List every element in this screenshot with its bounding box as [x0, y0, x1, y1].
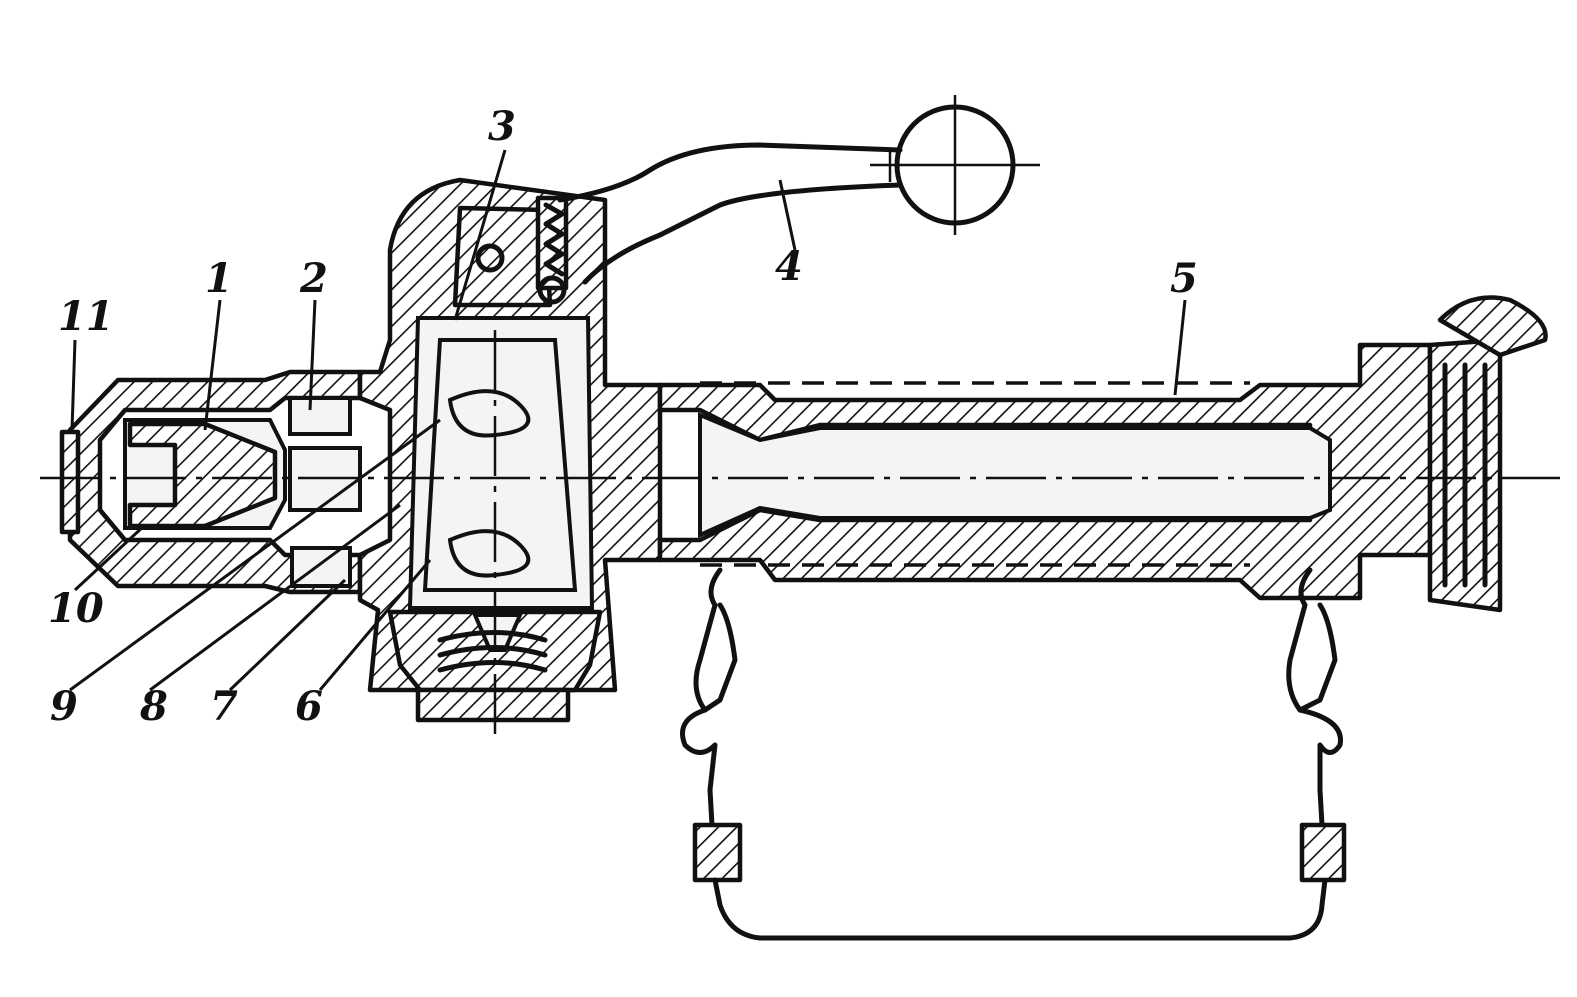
- callout-9: 9: [50, 683, 78, 730]
- callout-11: 11: [58, 293, 114, 340]
- callout-8: 8: [139, 683, 168, 730]
- callout-2: 2: [299, 255, 328, 302]
- callout-labels: 1 2 3 4 5 6 7 8 9 10 11: [48, 103, 1198, 730]
- callout-10: 10: [48, 585, 104, 632]
- callout-1: 1: [205, 255, 233, 302]
- callout-3: 3: [488, 103, 516, 150]
- barrel: [657, 295, 1548, 613]
- lever-handle: [557, 95, 1040, 285]
- callout-6: 6: [295, 683, 323, 730]
- callout-4: 4: [775, 243, 803, 290]
- valve-body: [357, 177, 663, 723]
- carrying-strap: [680, 567, 1347, 941]
- callout-7: 7: [210, 683, 238, 730]
- callout-5: 5: [1170, 255, 1198, 302]
- leader-lines: [69, 149, 1187, 692]
